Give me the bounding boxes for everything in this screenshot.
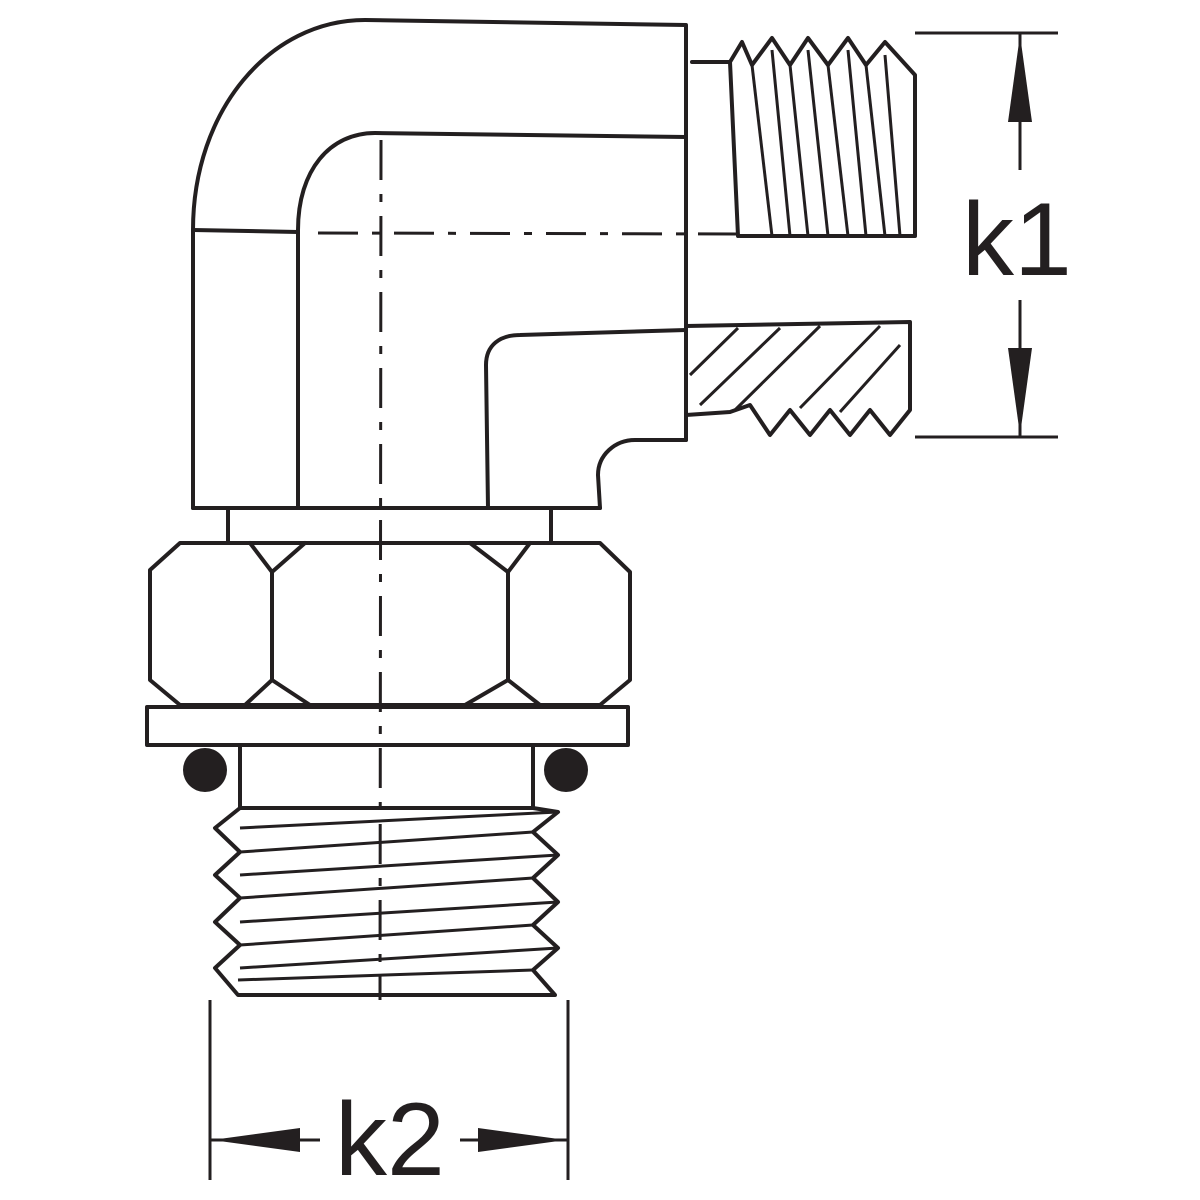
neck [226,506,553,545]
dimension-k2 [208,1000,570,1180]
bottom-thread [213,806,560,997]
dimension-k1 [915,31,1058,439]
right-threaded-end [684,36,917,437]
o-ring-left [183,748,227,792]
horizontal-centerline [317,231,741,236]
vertical-centerline [378,139,383,1001]
stem [238,743,535,810]
k2-label: k2 [335,1082,445,1198]
k1-label: k1 [962,182,1072,298]
hex-nut [148,541,632,707]
washer [145,705,630,747]
o-ring-right [544,748,588,792]
elbow-body [191,18,688,510]
